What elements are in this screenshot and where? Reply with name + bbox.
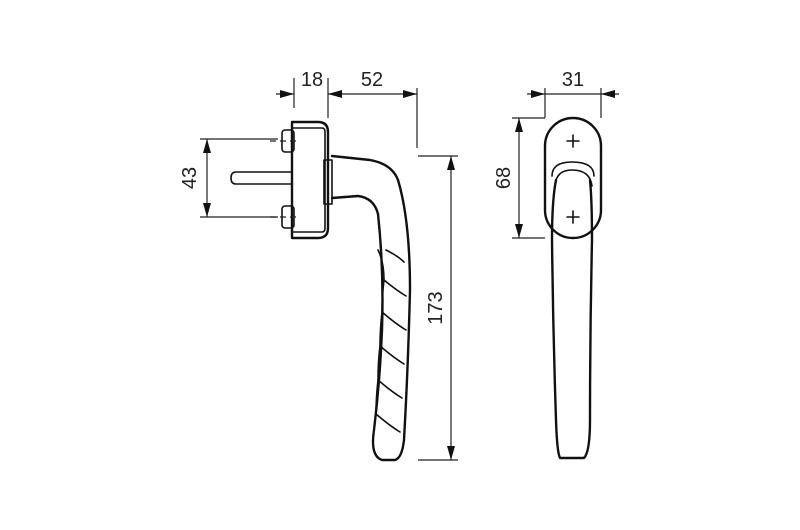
- dimension-rose-width-label: 31: [562, 69, 584, 91]
- handle-neck: [323, 154, 400, 216]
- dimension-rose-width: 31: [527, 69, 619, 118]
- screw-mark-bottom: [566, 210, 580, 224]
- square-spindle: [230, 171, 293, 185]
- dimension-rose-height: 68: [493, 117, 545, 239]
- dimension-overall-height-label: 173: [425, 291, 447, 324]
- dimension-rose-height-label: 68: [493, 167, 515, 189]
- screw-mark-top: [566, 134, 580, 148]
- dimension-rose-thickness: 18: [276, 69, 346, 118]
- dimension-rose-thickness-label: 18: [301, 69, 323, 91]
- handle-lever-front: [550, 178, 594, 460]
- rose-plate-side: [290, 120, 330, 240]
- screw-boss-top: [270, 129, 300, 153]
- dimension-handle-offset: 52: [346, 69, 418, 148]
- dimension-spindle-spacing-label: 43: [179, 167, 201, 189]
- dimension-handle-offset-label: 52: [361, 69, 383, 91]
- dimension-overall-height: 173: [418, 155, 458, 461]
- side-view: 18 52 43 173: [179, 69, 458, 462]
- handle-lever-side: [371, 178, 412, 462]
- front-view: 31 68: [493, 69, 619, 460]
- rose-plate-front: [543, 116, 603, 240]
- dimension-spindle-spacing: 43: [179, 138, 278, 218]
